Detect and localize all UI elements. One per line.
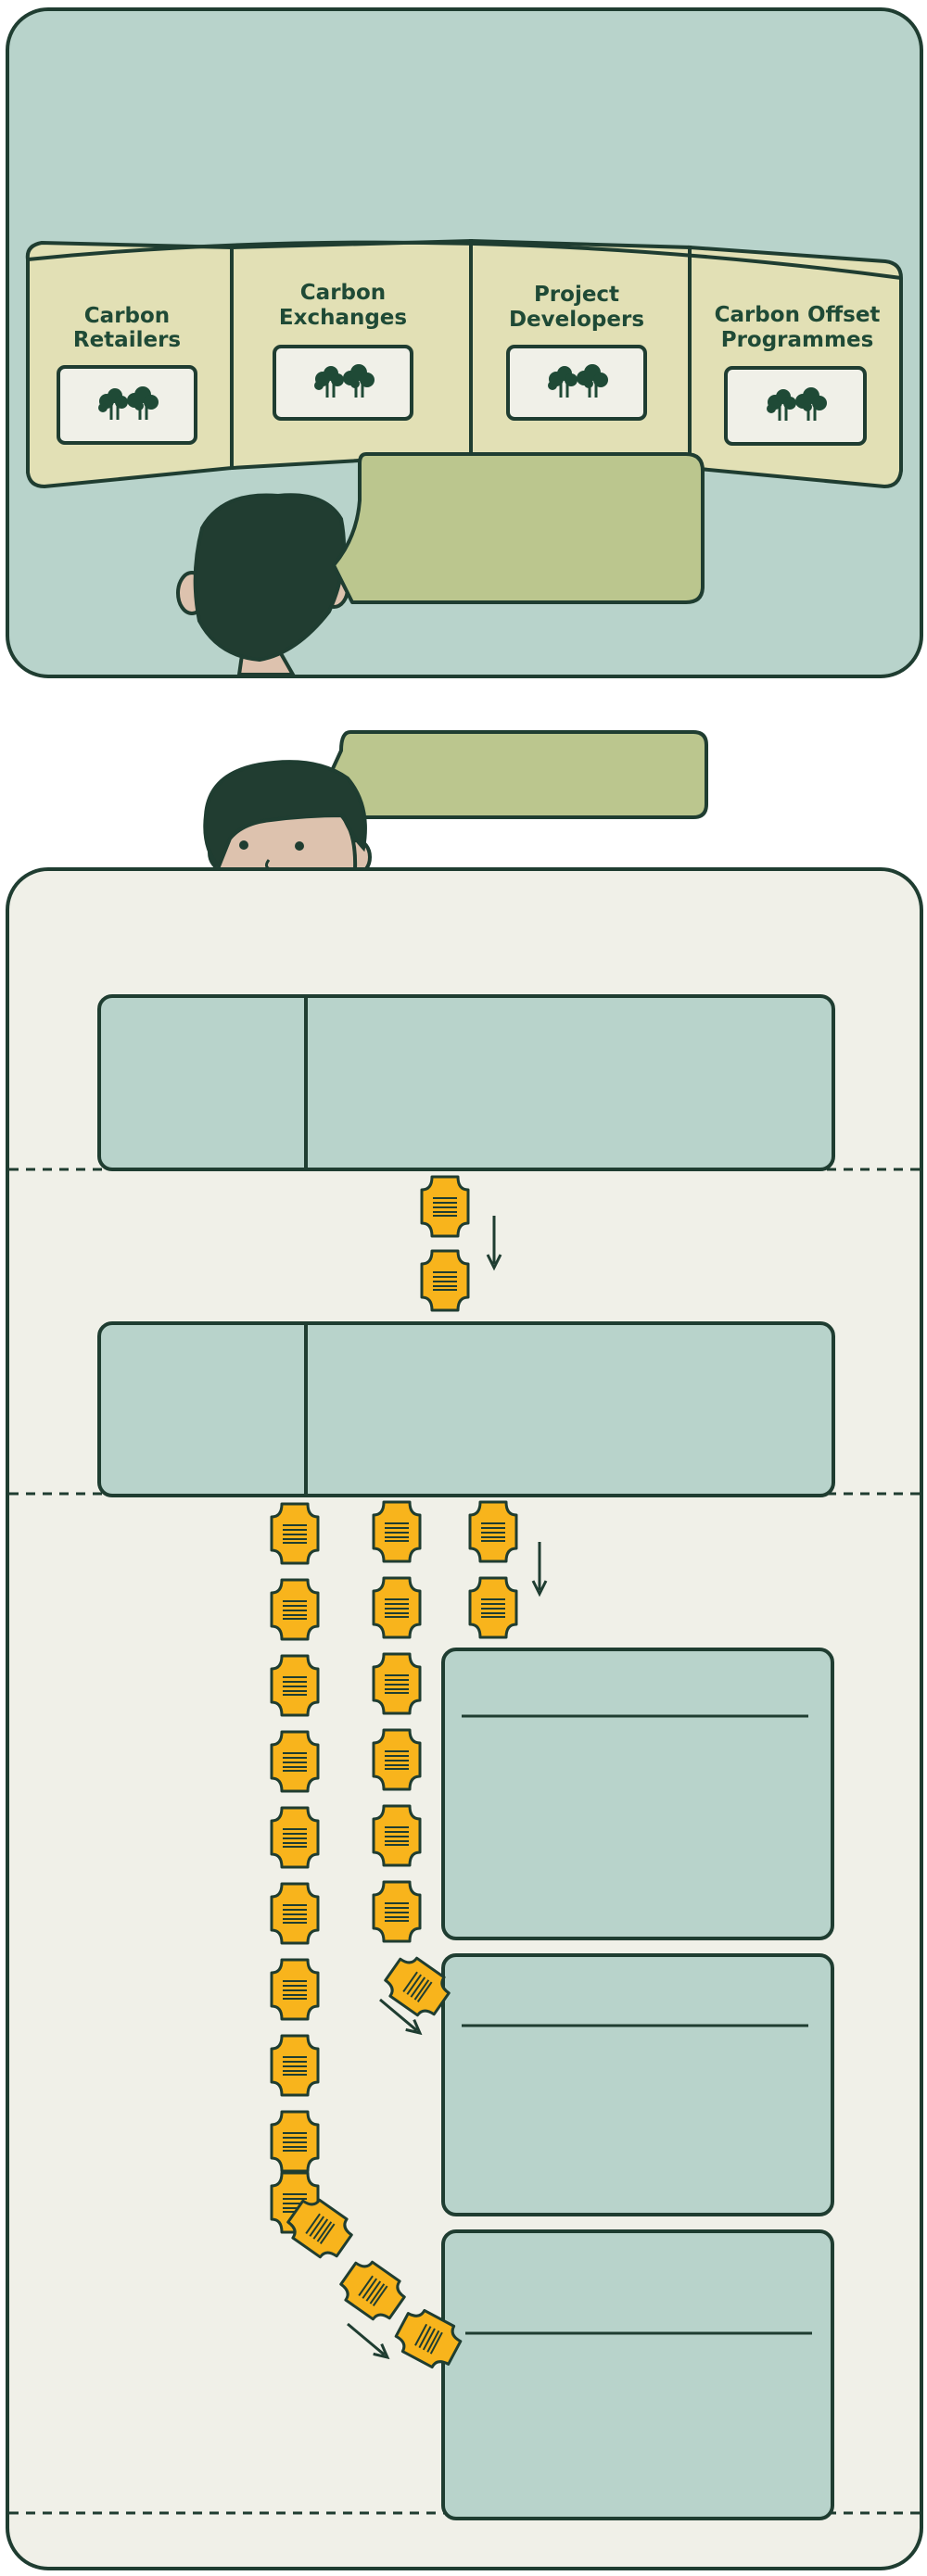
destination-box <box>441 1648 834 1940</box>
stall-carbon-retailers <box>25 240 234 489</box>
stall-label: Carbon <box>84 304 170 328</box>
level-one-box <box>97 994 835 1171</box>
stall-label: Programmes <box>721 328 874 352</box>
marketplace-stalls: Carbon Retailers Carbon Exchanges Projec… <box>25 238 903 489</box>
stall-label: Retailers <box>73 328 181 352</box>
stall-label: Carbon Offset <box>715 303 881 327</box>
speech-bubble-icon <box>328 730 708 819</box>
level-two-box <box>97 1321 835 1497</box>
destination-box <box>441 2229 834 2520</box>
person-icon <box>203 730 708 882</box>
stall-label: Developers <box>509 308 644 332</box>
destination-box <box>441 1953 834 2216</box>
stall-label: Project <box>534 283 619 307</box>
stall-canopy-arc <box>27 240 902 280</box>
stall-label: Exchanges <box>279 306 407 330</box>
stall-label: Carbon <box>300 281 386 305</box>
speech-bubble-icon <box>332 452 705 604</box>
